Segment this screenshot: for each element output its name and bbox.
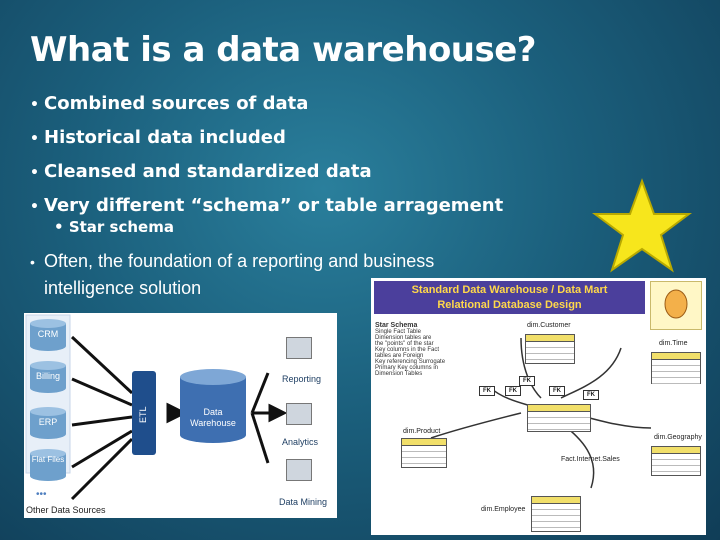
design-subtitle: Relational Database Design xyxy=(437,299,582,311)
time-dimension-table xyxy=(651,352,701,384)
star-icon xyxy=(592,178,692,273)
fk-badge: FK xyxy=(519,376,535,386)
dim-geography-label: dim.Geography xyxy=(654,434,702,441)
mining-monitor-icon xyxy=(286,459,312,481)
bullet-item: •Cleansed and standardized data xyxy=(30,161,372,182)
often-bullet: •Often, the foundation of a reporting an… xyxy=(30,248,570,301)
geography-table xyxy=(651,446,701,476)
other-sources-label: Other Data Sources xyxy=(26,505,106,515)
report-monitor-icon xyxy=(286,337,312,359)
design-header: Standard Data Warehouse / Data Mart Rela… xyxy=(374,281,645,314)
warehouse-database-icon: Data Warehouse xyxy=(180,369,246,443)
dim-employee-label: dim.Employee xyxy=(481,506,526,513)
brain-logo-icon xyxy=(650,281,702,330)
bullet-list: •Combined sources of data •Historical da… xyxy=(30,92,503,228)
analytics-label: Analytics xyxy=(282,437,319,447)
fk-badge: FK xyxy=(549,386,565,396)
analytics-monitor-icon xyxy=(286,403,312,425)
bullet-item: •Historical data included xyxy=(30,127,286,148)
bullet-item: •Combined sources of data xyxy=(30,93,309,114)
fk-badge: FK xyxy=(505,386,521,396)
bullet-text: Historical data included xyxy=(44,127,286,148)
dim-time-label: dim.Time xyxy=(659,340,688,347)
bullet-text: Very different “schema” or table arragem… xyxy=(44,195,504,216)
product-dimension-table xyxy=(525,334,575,364)
etl-arrows xyxy=(25,314,288,501)
bullet-item: •Very different “schema” or table arrage… xyxy=(30,195,504,216)
slide-title: What is a data warehouse? xyxy=(30,30,537,70)
bullet-text: Combined sources of data xyxy=(44,93,309,114)
fk-badge: FK xyxy=(583,390,599,400)
fact-sales-label: Fact.Internet.Sales xyxy=(561,456,620,463)
sub-bullet: • Star schema xyxy=(54,218,174,236)
etl-bar xyxy=(132,371,156,455)
employee-table xyxy=(531,496,581,532)
etl-label: ETL xyxy=(138,406,148,423)
crm-database-icon: CRM xyxy=(30,319,66,353)
billing-database-icon: Billing xyxy=(30,361,66,395)
flat-files-icon: Flat Files xyxy=(30,449,66,483)
product-table xyxy=(401,438,447,468)
fk-badge: FK xyxy=(479,386,495,396)
bullet-text: Cleansed and standardized data xyxy=(44,161,372,182)
design-title: Standard Data Warehouse / Data Mart xyxy=(411,284,608,296)
reporting-label: Reporting xyxy=(282,374,322,384)
star-schema-notes: Star Schema Single Fact Table Dimension … xyxy=(375,322,446,377)
dw-design-diagram: Standard Data Warehouse / Data Mart Rela… xyxy=(371,278,706,535)
data-mining-label: Data Mining xyxy=(279,497,328,507)
more-sources-icon: ••• xyxy=(36,489,47,500)
dim-customer-label: dim.Customer xyxy=(527,322,571,329)
fact-table xyxy=(527,404,591,432)
often-line-1: Often, the foundation of a reporting and… xyxy=(44,251,435,271)
often-line-2: intelligence solution xyxy=(44,278,202,298)
erp-database-icon: ERP xyxy=(30,407,66,441)
etl-diagram: CRM Billing ERP Flat Files ••• Other Dat… xyxy=(24,313,337,518)
dim-product-label: dim.Product xyxy=(403,428,441,435)
